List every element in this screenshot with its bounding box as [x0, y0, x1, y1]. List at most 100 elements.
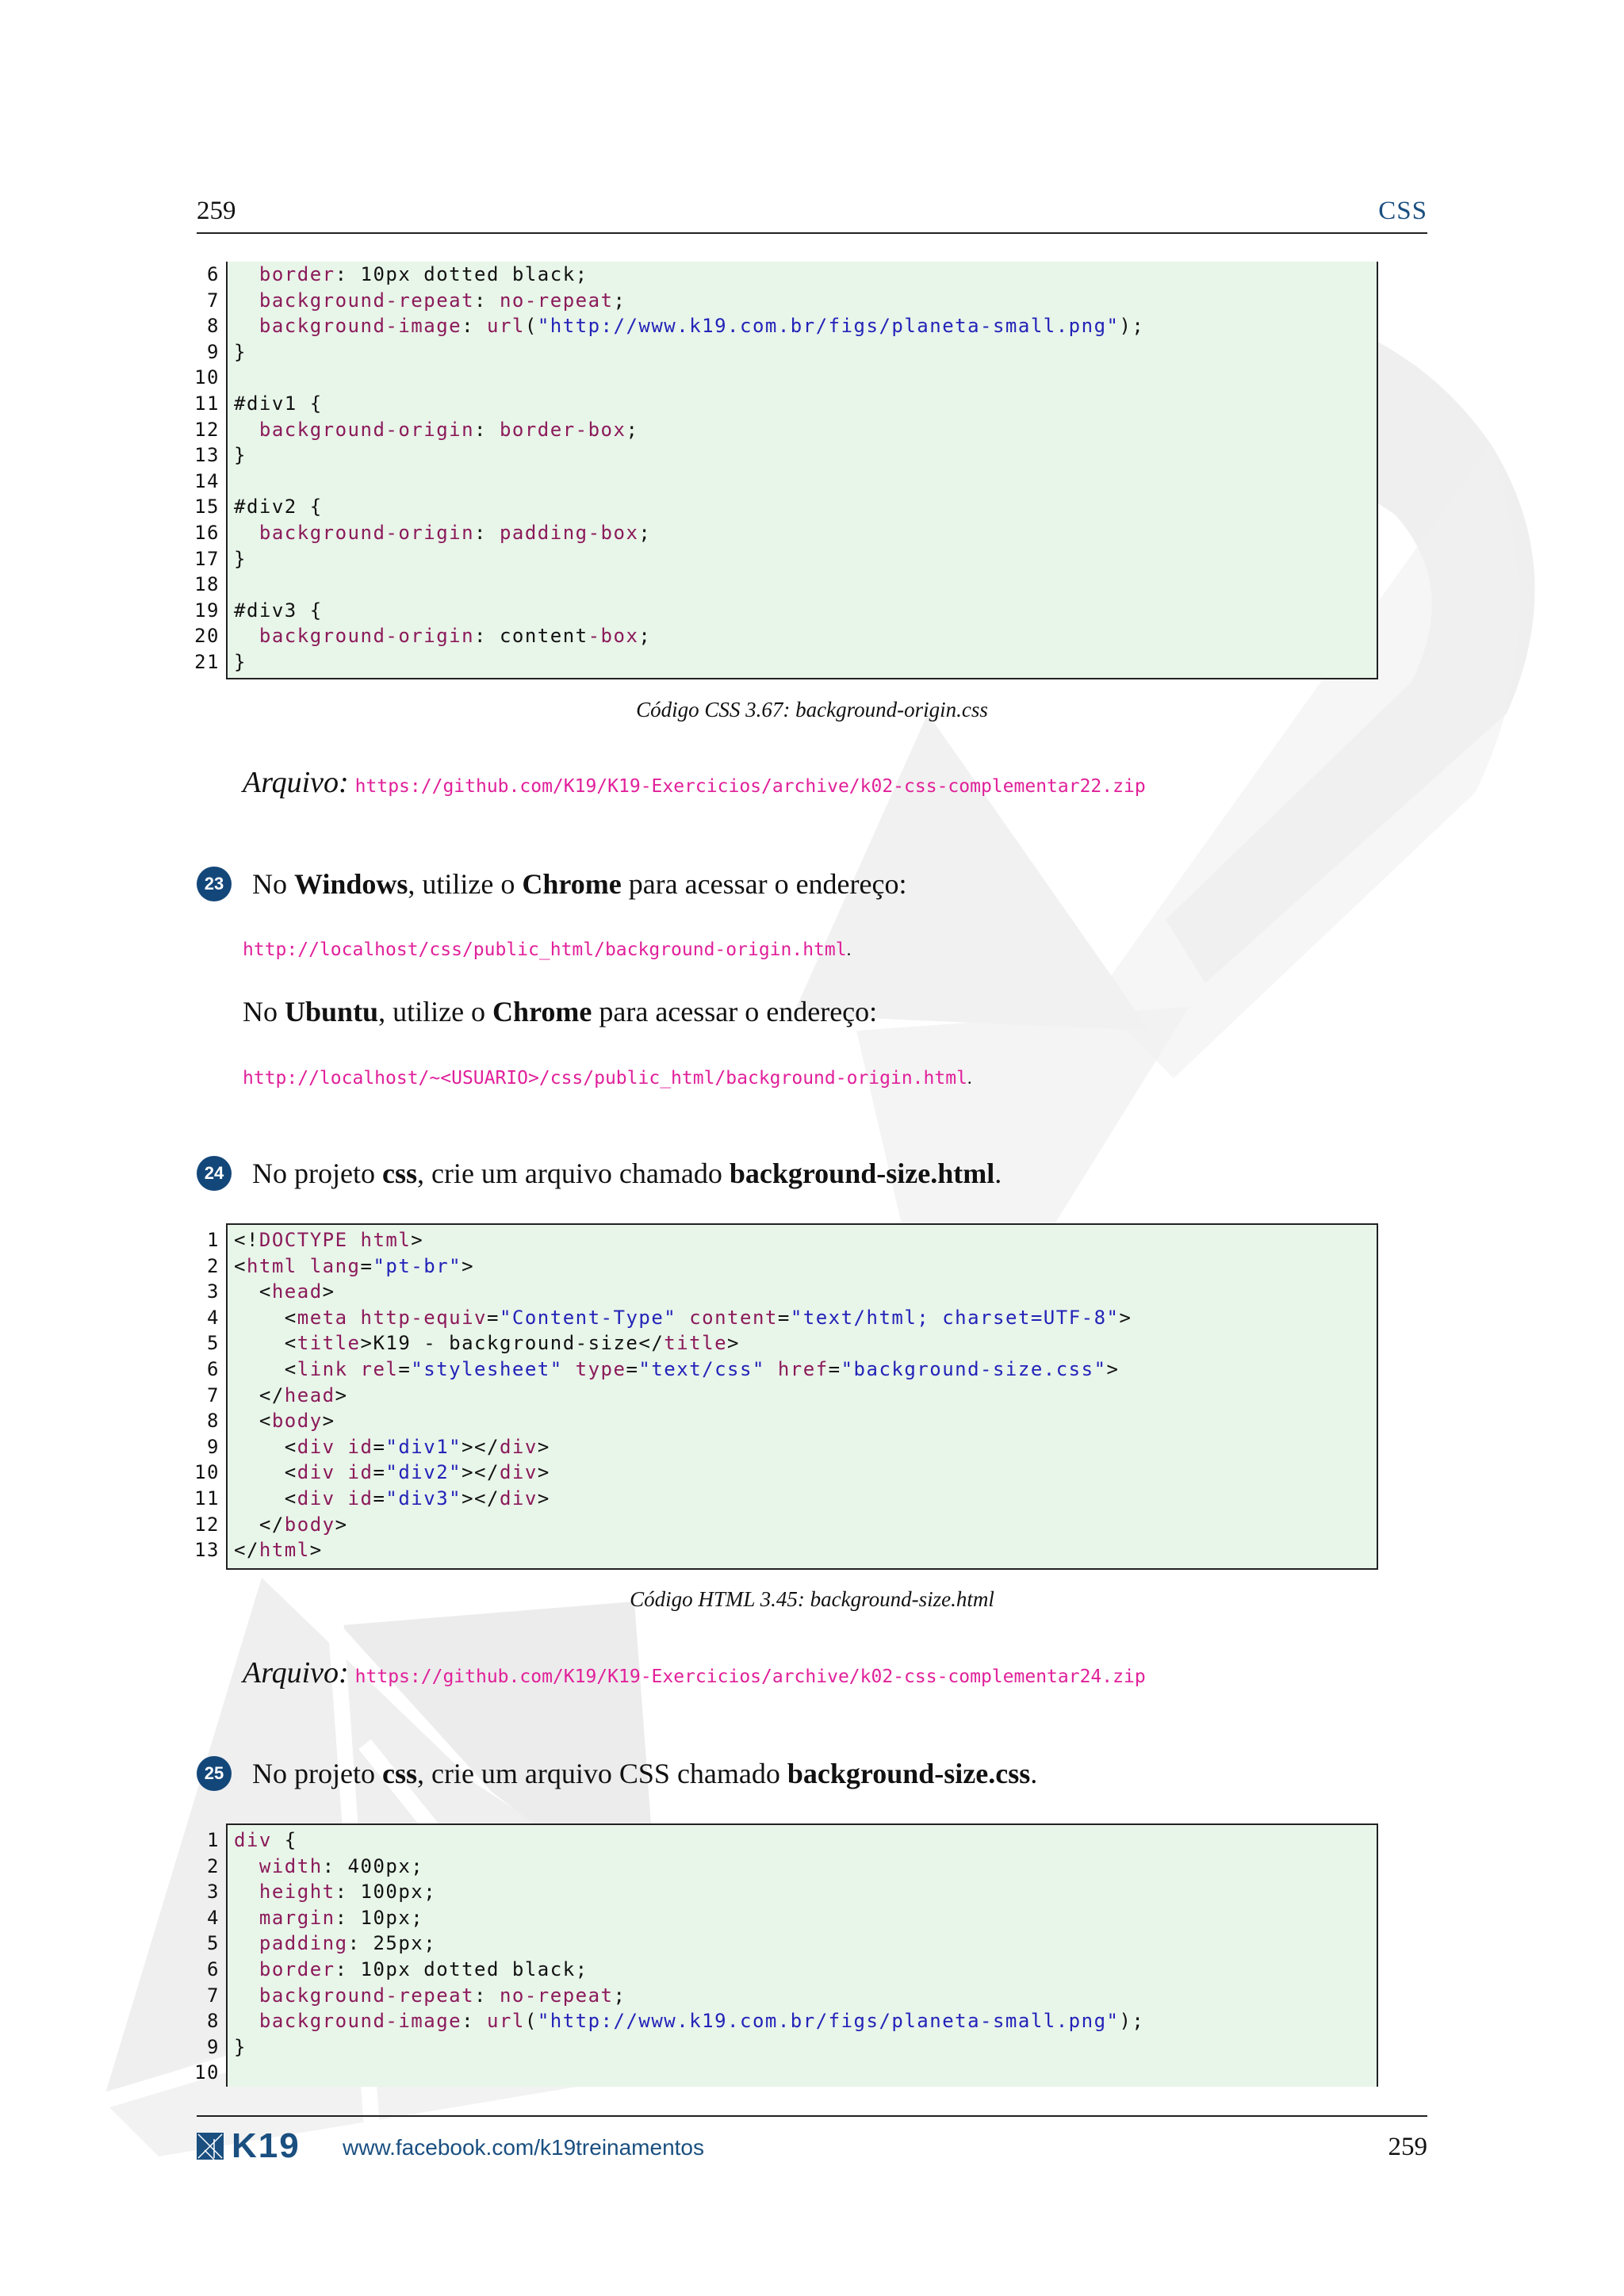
step-24-text: No projeto css, crie um arquivo chamado … — [252, 1158, 1002, 1189]
line-number: 18 — [194, 573, 220, 596]
header-rule — [197, 232, 1427, 234]
line-number: 10 — [194, 366, 220, 389]
code-line: 3 height: 100px; — [207, 1879, 1377, 1905]
k19-logo-icon — [197, 2133, 224, 2160]
caption-css-3-67: Código CSS 3.67: background-origin.css — [636, 698, 988, 721]
line-number: 11 — [194, 1487, 220, 1510]
code-line: 8 <body> — [207, 1408, 1377, 1434]
code-line: 12 </body> — [194, 1512, 1377, 1538]
code-line: 10 — [194, 365, 1377, 391]
code-line: 16 background-origin: padding-box; — [194, 520, 1377, 546]
line-number: 2 — [207, 1854, 220, 1877]
line-number: 9 — [207, 340, 220, 363]
code-line: 9 <div id="div1"></div> — [207, 1434, 1377, 1460]
code-line: 5 padding: 25px; — [207, 1931, 1377, 1957]
line-number: 5 — [207, 1932, 220, 1955]
line-number: 8 — [207, 1410, 220, 1433]
code-block-background-size-html: 1<!DOCTYPE html>2<html lang="pt-br">3 <h… — [194, 1223, 1378, 1570]
arquivo-link-22[interactable]: https://github.com/K19/K19-Exercicios/ar… — [354, 776, 1146, 797]
step-24: 24 No projeto css, crie um arquivo chama… — [197, 1156, 1002, 1191]
code-line: 18 — [194, 572, 1377, 598]
code-line: 9} — [207, 339, 1377, 365]
line-number: 12 — [194, 418, 220, 441]
step-23-windows-text: No Windows, utilize o Chrome para acessa… — [252, 868, 907, 900]
code-line: 4 <meta http-equiv="Content-Type" conten… — [207, 1305, 1377, 1331]
line-number: 7 — [207, 289, 220, 312]
windows-url-link[interactable]: http://localhost/css/public_html/backgro… — [243, 939, 847, 960]
line-number: 7 — [207, 1984, 220, 2007]
line-number: 2 — [207, 1254, 220, 1277]
code-line: 6 border: 10px dotted black; — [207, 1957, 1377, 1983]
code-line: 8 background-image: url("http://www.k19.… — [207, 313, 1377, 339]
line-number: 3 — [207, 1881, 220, 1904]
line-number: 6 — [207, 1957, 220, 1980]
code-line: 10 — [194, 2060, 1377, 2086]
line-number: 1 — [207, 1229, 220, 1251]
footer-logo: K19 — [197, 2126, 301, 2165]
step-23: 23 No Windows, utilize o Chrome para ace… — [197, 867, 906, 901]
code-line: 11#div1 { — [194, 391, 1377, 417]
header-chapter-title: CSS — [1378, 197, 1427, 225]
code-line: 1<!DOCTYPE html> — [207, 1227, 1377, 1253]
arquivo-link-24[interactable]: https://github.com/K19/K19-Exercicios/ar… — [354, 1667, 1146, 1687]
line-number: 10 — [194, 1461, 220, 1484]
line-number: 21 — [194, 650, 220, 673]
code-line: 7 background-repeat: no-repeat; — [207, 1983, 1377, 2009]
code-line: 19#div3 { — [194, 598, 1377, 624]
code-line: 4 margin: 10px; — [207, 1905, 1377, 1931]
line-number: 20 — [194, 625, 220, 648]
code-line: 13</html> — [194, 1537, 1377, 1563]
windows-url-line: http://localhost/css/public_html/backgro… — [243, 939, 852, 960]
line-number: 17 — [194, 547, 220, 570]
ubuntu-url-link[interactable]: http://localhost/~<USUARIO>/css/public_h… — [243, 1068, 967, 1089]
code-line: 20 background-origin: content-box; — [194, 623, 1377, 649]
code-line: 12 background-origin: border-box; — [194, 417, 1377, 443]
code-block-background-origin-css: 6 border: 10px dotted black;7 background… — [194, 262, 1378, 679]
line-number: 13 — [194, 1539, 220, 1562]
arquivo-label: Arquivo: — [243, 766, 349, 799]
code-line: 11 <div id="div3"></div> — [194, 1486, 1377, 1512]
line-number: 4 — [207, 1906, 220, 1929]
arquivo-label: Arquivo: — [243, 1656, 349, 1689]
line-number: 9 — [207, 2035, 220, 2058]
arquivo-line-24: Arquivo:https://github.com/K19/K19-Exerc… — [243, 1655, 1146, 1690]
step-23-ubuntu-text: No Ubuntu, utilize o Chrome para acessar… — [243, 996, 878, 1027]
code-line: 9} — [207, 2034, 1377, 2061]
line-number: 8 — [207, 315, 220, 338]
code-line: 15#div2 { — [194, 494, 1377, 520]
ubuntu-url-line: http://localhost/~<USUARIO>/css/public_h… — [243, 1068, 972, 1089]
line-number: 4 — [207, 1306, 220, 1329]
code-line: 3 <head> — [207, 1279, 1377, 1305]
caption-html-3-45: Código HTML 3.45: background-size.html — [630, 1587, 994, 1611]
footer-page-number: 259 — [1388, 2133, 1428, 2161]
line-number: 8 — [207, 2010, 220, 2033]
line-number: 13 — [194, 444, 220, 467]
line-number: 19 — [194, 599, 220, 622]
line-number: 10 — [194, 2061, 220, 2084]
step-number-badge: 23 — [197, 867, 232, 901]
line-number: 1 — [207, 1829, 220, 1851]
line-number: 6 — [207, 263, 220, 285]
step-25: 25 No projeto css, crie um arquivo CSS c… — [197, 1756, 1037, 1791]
step-25-text: No projeto css, crie um arquivo CSS cham… — [252, 1758, 1038, 1789]
code-line: 5 <title>K19 - background-size</title> — [207, 1330, 1377, 1357]
line-number: 12 — [194, 1513, 220, 1536]
line-number: 9 — [207, 1435, 220, 1458]
footer-rule — [197, 2115, 1427, 2117]
line-number: 11 — [194, 392, 220, 415]
footer-brand: K19 — [232, 2126, 301, 2165]
code-line: 6 <link rel="stylesheet" type="text/css"… — [207, 1357, 1377, 1383]
code-line: 17} — [194, 546, 1377, 572]
footer-site-link[interactable]: www.facebook.com/k19treinamentos — [343, 2135, 704, 2160]
code-line: 7 </head> — [207, 1383, 1377, 1409]
line-number: 5 — [207, 1332, 220, 1355]
code-line: 7 background-repeat: no-repeat; — [207, 288, 1377, 314]
code-line: 6 border: 10px dotted black; — [207, 262, 1377, 288]
arquivo-line-22: Arquivo:https://github.com/K19/K19-Exerc… — [243, 765, 1146, 800]
line-number: 15 — [194, 496, 220, 519]
code-line: 8 background-image: url("http://www.k19.… — [207, 2008, 1377, 2034]
line-number: 14 — [194, 469, 220, 492]
